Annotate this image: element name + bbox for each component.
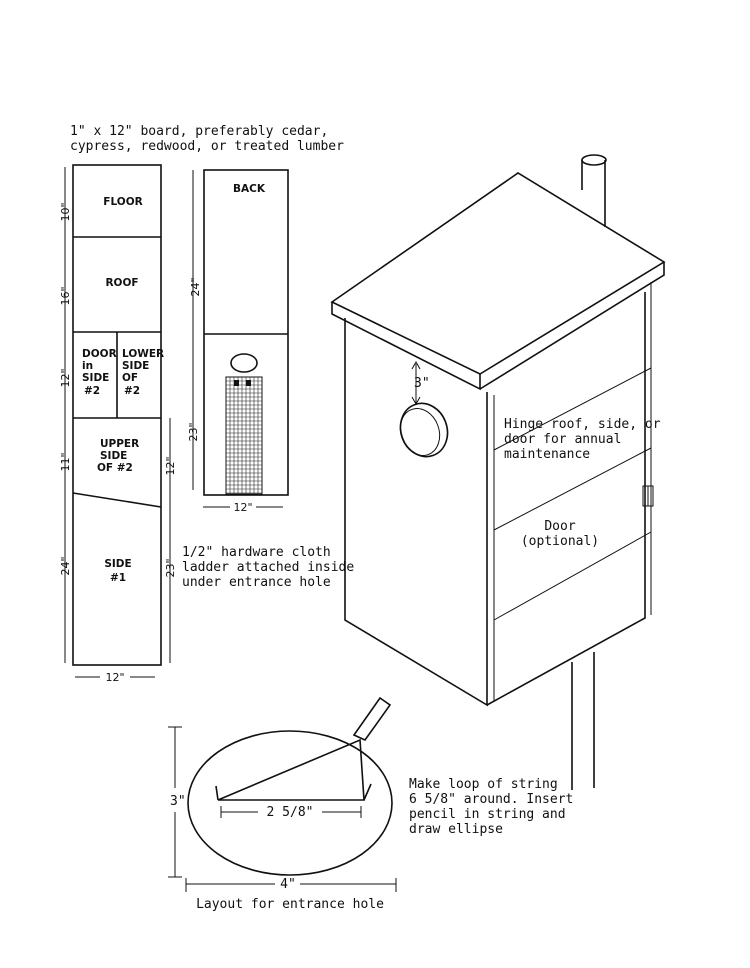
floor-dim: 10": [59, 202, 72, 221]
ellipse-layout: 2 5/8" 3" 4" Layout for entrance hole: [168, 696, 397, 912]
box-front-face: [344, 318, 488, 707]
svg-text:SIDE: SIDE: [122, 360, 149, 372]
string-note: Make loop of string 6 5/8" around. Inser…: [409, 777, 573, 837]
svg-text:OF #2: OF #2: [97, 462, 133, 474]
pole-top: [581, 160, 606, 227]
svg-text:#2: #2: [84, 385, 100, 397]
ellipse-caption: Layout for entrance hole: [196, 897, 384, 912]
upper-side-label: UPPER SIDE OF #2: [97, 438, 139, 474]
upper-right-dim: 12": [164, 456, 177, 475]
svg-text:SIDE: SIDE: [100, 450, 127, 462]
roof-label: ROOF: [105, 277, 138, 289]
svg-text:OF: OF: [122, 372, 138, 384]
door-dim: 12": [59, 368, 72, 387]
roof-dim: 16": [59, 286, 72, 305]
entrance-ellipse: [187, 730, 393, 876]
cloth-note: 1/2" hardware cloth ladder attached insi…: [182, 545, 354, 590]
floor-label: FLOOR: [103, 196, 142, 208]
svg-text:pencil in string and: pencil in string and: [409, 807, 566, 822]
hinge-note: Hinge roof, side, or door for annual mai…: [504, 417, 661, 462]
svg-text:Hinge roof, side, or: Hinge roof, side, or: [504, 417, 661, 432]
hole-dim: 3": [414, 376, 430, 391]
svg-text:Make loop of string: Make loop of string: [409, 777, 558, 792]
board1-width-dim: 12": [105, 671, 124, 684]
door-panel-lines: [493, 447, 652, 621]
ladder-dim: 23": [187, 422, 200, 441]
roof-edge: [331, 262, 665, 391]
height-dim: 3": [170, 794, 186, 809]
pole-bottom: [571, 652, 595, 790]
focus-pins: [215, 783, 372, 801]
svg-text:(optional): (optional): [521, 534, 599, 549]
roof-top: [330, 172, 666, 375]
entrance-hole: [399, 402, 449, 458]
door-label-3d: Door (optional): [521, 519, 599, 549]
board-note-line1: 1" x 12" board, preferably cedar,: [70, 124, 328, 139]
svg-text:SIDE: SIDE: [104, 558, 131, 570]
svg-text:in: in: [82, 360, 93, 372]
svg-text:door for annual: door for annual: [504, 432, 621, 447]
svg-text:under entrance hole: under entrance hole: [182, 575, 331, 590]
board-note-line2: cypress, redwood, or treated lumber: [70, 139, 344, 154]
pencil-icon: [352, 696, 392, 742]
board1-cut-slant: [72, 492, 162, 508]
svg-text:6 5/8" around. Insert: 6 5/8" around. Insert: [409, 792, 573, 807]
svg-text:Door: Door: [544, 519, 575, 534]
entrance-hole-marking: [230, 353, 258, 373]
back-dim: 24": [189, 277, 202, 296]
svg-text:DOOR: DOOR: [82, 348, 117, 360]
upper-dim: 11": [59, 452, 72, 471]
board1-cut-layout: FLOOR ROOF DOOR in SIDE #2 LOWER SIDE OF…: [59, 164, 177, 684]
svg-text:draw ellipse: draw ellipse: [409, 822, 503, 837]
svg-text:#2: #2: [124, 385, 140, 397]
board2-outline: [203, 169, 289, 496]
side1-label: SIDE #1: [104, 558, 131, 584]
svg-text:#1: #1: [110, 572, 126, 584]
box-side-face: [486, 292, 646, 706]
door-label: DOOR in SIDE #2: [82, 348, 117, 397]
foci-dim: 2 5/8": [267, 805, 314, 820]
board-note: 1" x 12" board, preferably cedar, cypres…: [70, 124, 344, 154]
hardware-cloth-ladder: [225, 376, 263, 495]
lower-side-label: LOWER SIDE OF #2: [122, 348, 164, 397]
string-triangle: [217, 738, 365, 801]
svg-text:UPPER: UPPER: [100, 438, 139, 450]
side1-dim: 24": [59, 556, 72, 575]
svg-text:ladder attached inside: ladder attached inside: [182, 560, 354, 575]
hardware-cloth-mesh: [226, 377, 262, 494]
board2-width-dim: 12": [233, 501, 252, 514]
width-dim: 4": [280, 877, 296, 892]
board1-outline: [72, 164, 162, 666]
side1-right-dim: 23": [164, 558, 177, 577]
back-label: BACK: [233, 183, 266, 195]
svg-text:maintenance: maintenance: [504, 447, 590, 462]
board2-cut-layout: BACK 24" 23" 12": [187, 169, 289, 514]
svg-text:LOWER: LOWER: [122, 348, 164, 360]
birdhouse-3d-view: 3" Hinge roof, side, or door for annual …: [330, 154, 666, 790]
svg-text:SIDE: SIDE: [82, 372, 109, 384]
svg-text:1/2" hardware cloth: 1/2" hardware cloth: [182, 545, 331, 560]
